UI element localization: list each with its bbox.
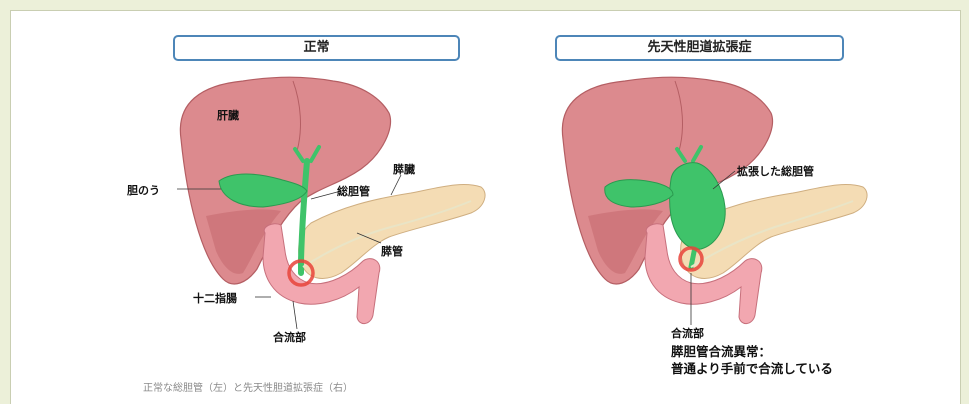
label-duodenum: 十二指腸 [193,290,237,306]
label-junction-right: 合流部 [671,325,704,341]
anomaly-description: 普通より手前で合流している [671,360,833,377]
pancreas-left [299,185,485,279]
anatomy-illustration [11,11,960,404]
label-junction-left: 合流部 [273,329,306,345]
label-common-bile-duct: 総胆管 [337,183,370,199]
label-gallbladder: 胆のう [127,182,160,198]
dilation-anatomy [562,77,867,325]
illustration-panel: 正常 先天性胆道拡張症 [10,10,961,404]
figure-caption: 正常な総胆管（左）と先天性胆道拡張症（右） [143,379,353,394]
anomaly-title: 膵胆管合流異常： [671,343,771,360]
label-liver: 肝臓 [217,107,239,123]
label-dilated-duct: 拡張した総胆管 [737,163,814,179]
label-pancreas: 膵臓 [393,161,415,177]
label-pancreatic-duct: 膵管 [381,243,403,259]
